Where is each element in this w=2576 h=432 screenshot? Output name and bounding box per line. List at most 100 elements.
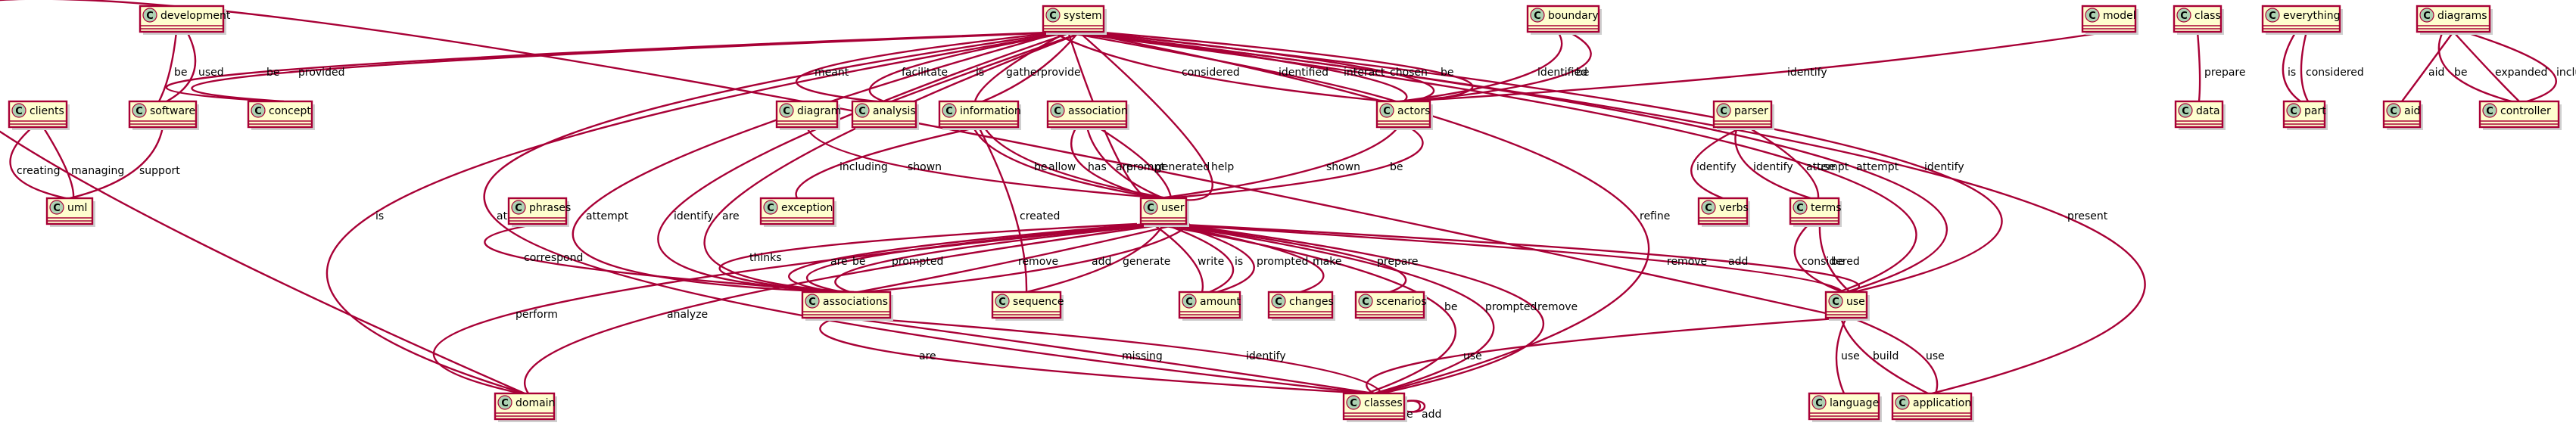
edge-user-use [1168,222,1860,294]
edge-label: are [1116,161,1133,173]
edge-label: add [1422,409,1441,421]
edge-system-actors [1094,30,1474,103]
class-badge-letter: C [2089,11,2096,22]
edge-label: use [1463,350,1482,362]
edge-phrases-associations [484,222,847,294]
class-badge-icon [251,103,266,118]
edge-label: add [1728,256,1748,268]
class-name: phrases [529,202,571,214]
edge-label: has [1088,161,1107,173]
edge-system-concept [191,30,1079,103]
class-name: clients [30,105,64,117]
class-badge-letter: C [2182,106,2189,117]
edge-label: prepare [1377,256,1418,268]
edge-label: support [139,165,180,177]
edge-label: use [1841,350,1860,362]
class-badge-icon [2178,103,2193,118]
edge-system-user [1078,31,1213,201]
edge-label: allow [1048,161,1076,173]
edge-label: perform [516,309,558,321]
edge-label: are [830,256,848,268]
edge-label: attempt [1856,161,1899,173]
edge-clients-uml [9,126,67,200]
class-name: development [160,10,231,22]
class-badge-icon [1530,8,1545,23]
edge-actors-user [1167,126,1424,200]
edge-label: be [1390,161,1403,173]
class-badge-icon [1701,200,1716,215]
class-badge-icon [1716,103,1731,118]
edge-label: considered [1802,256,1860,268]
edge-actors-user [1159,126,1399,200]
class-name: controller [2500,105,2551,117]
edge-label: considered [2306,67,2364,79]
edge-label: managing [71,165,124,177]
edge-diagram-user [805,126,1164,200]
edge-label: provided [298,67,344,79]
class-name: information [960,105,1021,117]
class-badge-letter: C [146,11,154,22]
edge-label: attempt [586,210,629,222]
class-name: class [2194,10,2221,22]
edge-label: interact [1344,67,1385,79]
edge-label: be [2454,67,2468,79]
class-name: sequence [1013,296,1064,308]
edge-label: be [1576,67,1590,79]
class-badge-icon [995,294,1010,309]
class-name: language [1830,397,1879,409]
class-name: aid [2404,105,2420,117]
edge-label: prepare [2204,67,2245,79]
edge-development-software [166,31,197,103]
edge-label: be [1831,256,1845,268]
edge-user-domain [432,222,1159,395]
class-name: diagrams [2437,10,2487,22]
class-badge-letter: C [53,203,61,214]
edge-system-analysis [795,30,1064,103]
edge-label: include [2556,67,2576,79]
class-badge-letter: C [808,297,816,308]
edge-system-classes [1078,30,1650,395]
class-badge-icon [2265,8,2280,23]
class-badge-letter: C [1796,203,1804,214]
edge-user-associations [834,222,1170,294]
class-badge-icon [2176,8,2191,23]
edge-information-user [972,126,1160,200]
